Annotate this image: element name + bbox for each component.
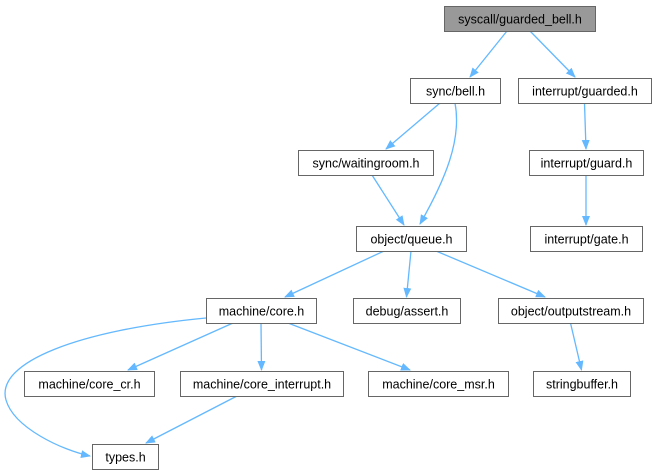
edge-machine_core_interrupt-to-types (145, 395, 238, 444)
edge-arrow (435, 250, 546, 298)
node-label: machine/core.h (219, 305, 305, 319)
edge-arrow (257, 322, 266, 371)
edge-arrow (529, 30, 576, 78)
node-label: machine/core_msr.h (382, 378, 495, 392)
node-label: types.h (105, 451, 145, 465)
node-debug-assert[interactable]: debug/assert.h (353, 298, 461, 324)
node-box (206, 298, 317, 324)
node-types[interactable]: types.h (92, 444, 159, 470)
edge-arrow (284, 250, 385, 298)
node-box (518, 78, 652, 104)
node-box (353, 298, 461, 324)
edge-arrow (403, 250, 412, 298)
edge-arrow (371, 174, 405, 226)
node-box (356, 226, 467, 252)
node-machine-core[interactable]: machine/core.h (206, 298, 317, 324)
edge-arrow (127, 322, 234, 371)
node-label: interrupt/gate.h (544, 233, 628, 247)
edge-arrow (145, 395, 238, 444)
edge-machine_core-to-machine_core_cr (127, 322, 234, 371)
node-machine-core-msr[interactable]: machine/core_msr.h (368, 371, 509, 397)
edge-arrow (581, 102, 590, 150)
edge-machine_core-to-machine_core_msr (287, 322, 411, 371)
edge-object_queue-to-machine_core (284, 250, 385, 298)
edge-arrow (385, 102, 441, 150)
edge-object_queue-to-debug_assert (403, 250, 412, 298)
node-box (498, 298, 644, 324)
node-box (533, 371, 631, 397)
node-label: machine/core_cr.h (38, 378, 140, 392)
edge-object_outputstream-to-stringbuffer (569, 322, 584, 371)
node-label: sync/waitingroom.h (313, 157, 420, 171)
edge-interrupt_guarded-to-interrupt_guard (581, 102, 590, 150)
node-box (530, 226, 643, 252)
edge-arrow (569, 322, 584, 371)
node-object-queue[interactable]: object/queue.h (356, 226, 467, 252)
node-box (24, 371, 155, 397)
node-stringbuffer[interactable]: stringbuffer.h (533, 371, 631, 397)
node-label: sync/bell.h (426, 85, 485, 99)
node-sync-bell[interactable]: sync/bell.h (410, 78, 501, 104)
node-machine-core-interrupt[interactable]: machine/core_interrupt.h (180, 371, 344, 397)
node-machine-core-cr[interactable]: machine/core_cr.h (24, 371, 155, 397)
node-box (92, 444, 159, 470)
node-object-outputstream[interactable]: object/outputstream.h (498, 298, 644, 324)
node-box (410, 78, 501, 104)
node-box (298, 150, 434, 176)
node-sync-waitingroom[interactable]: sync/waitingroom.h (298, 150, 434, 176)
node-label: debug/assert.h (366, 305, 449, 319)
node-box (180, 371, 344, 397)
edge-object_queue-to-object_outputstream (435, 250, 546, 298)
node-label: interrupt/guarded.h (532, 85, 638, 99)
node-label: machine/core_interrupt.h (193, 378, 331, 392)
node-label: syscall/guarded_bell.h (458, 13, 582, 27)
edge-syscall_guarded_bell-to-sync_bell (469, 30, 508, 78)
edge-machine_core-to-machine_core_interrupt (257, 322, 266, 371)
node-syscall-guarded-bell[interactable]: syscall/guarded_bell.h (444, 6, 596, 32)
edge-machine_core-to-types (4, 317, 207, 459)
node-interrupt-guarded[interactable]: interrupt/guarded.h (518, 78, 652, 104)
node-box (368, 371, 509, 397)
nodes-layer: syscall/guarded_bell.h sync/bell.h interru… (24, 6, 652, 470)
node-interrupt-gate[interactable]: interrupt/gate.h (530, 226, 643, 252)
node-label: object/outputstream.h (511, 305, 631, 319)
edge-sync_bell-to-sync_waitingroom (385, 102, 441, 150)
node-interrupt-guard[interactable]: interrupt/guard.h (529, 150, 644, 176)
node-label: interrupt/guard.h (541, 157, 633, 171)
edge-arrow (4, 317, 207, 459)
edge-sync_waitingroom-to-object_queue (371, 174, 405, 226)
node-label: object/queue.h (370, 233, 452, 247)
node-box (444, 6, 596, 32)
edge-sync_bell-to-object_queue (419, 102, 458, 225)
edge-arrow (469, 30, 508, 78)
edge-arrow (287, 322, 411, 371)
node-label: stringbuffer.h (546, 378, 618, 392)
edges-layer (4, 30, 590, 459)
node-box (529, 150, 644, 176)
edge-arrow (419, 102, 458, 225)
edge-syscall_guarded_bell-to-interrupt_guarded (529, 30, 576, 78)
